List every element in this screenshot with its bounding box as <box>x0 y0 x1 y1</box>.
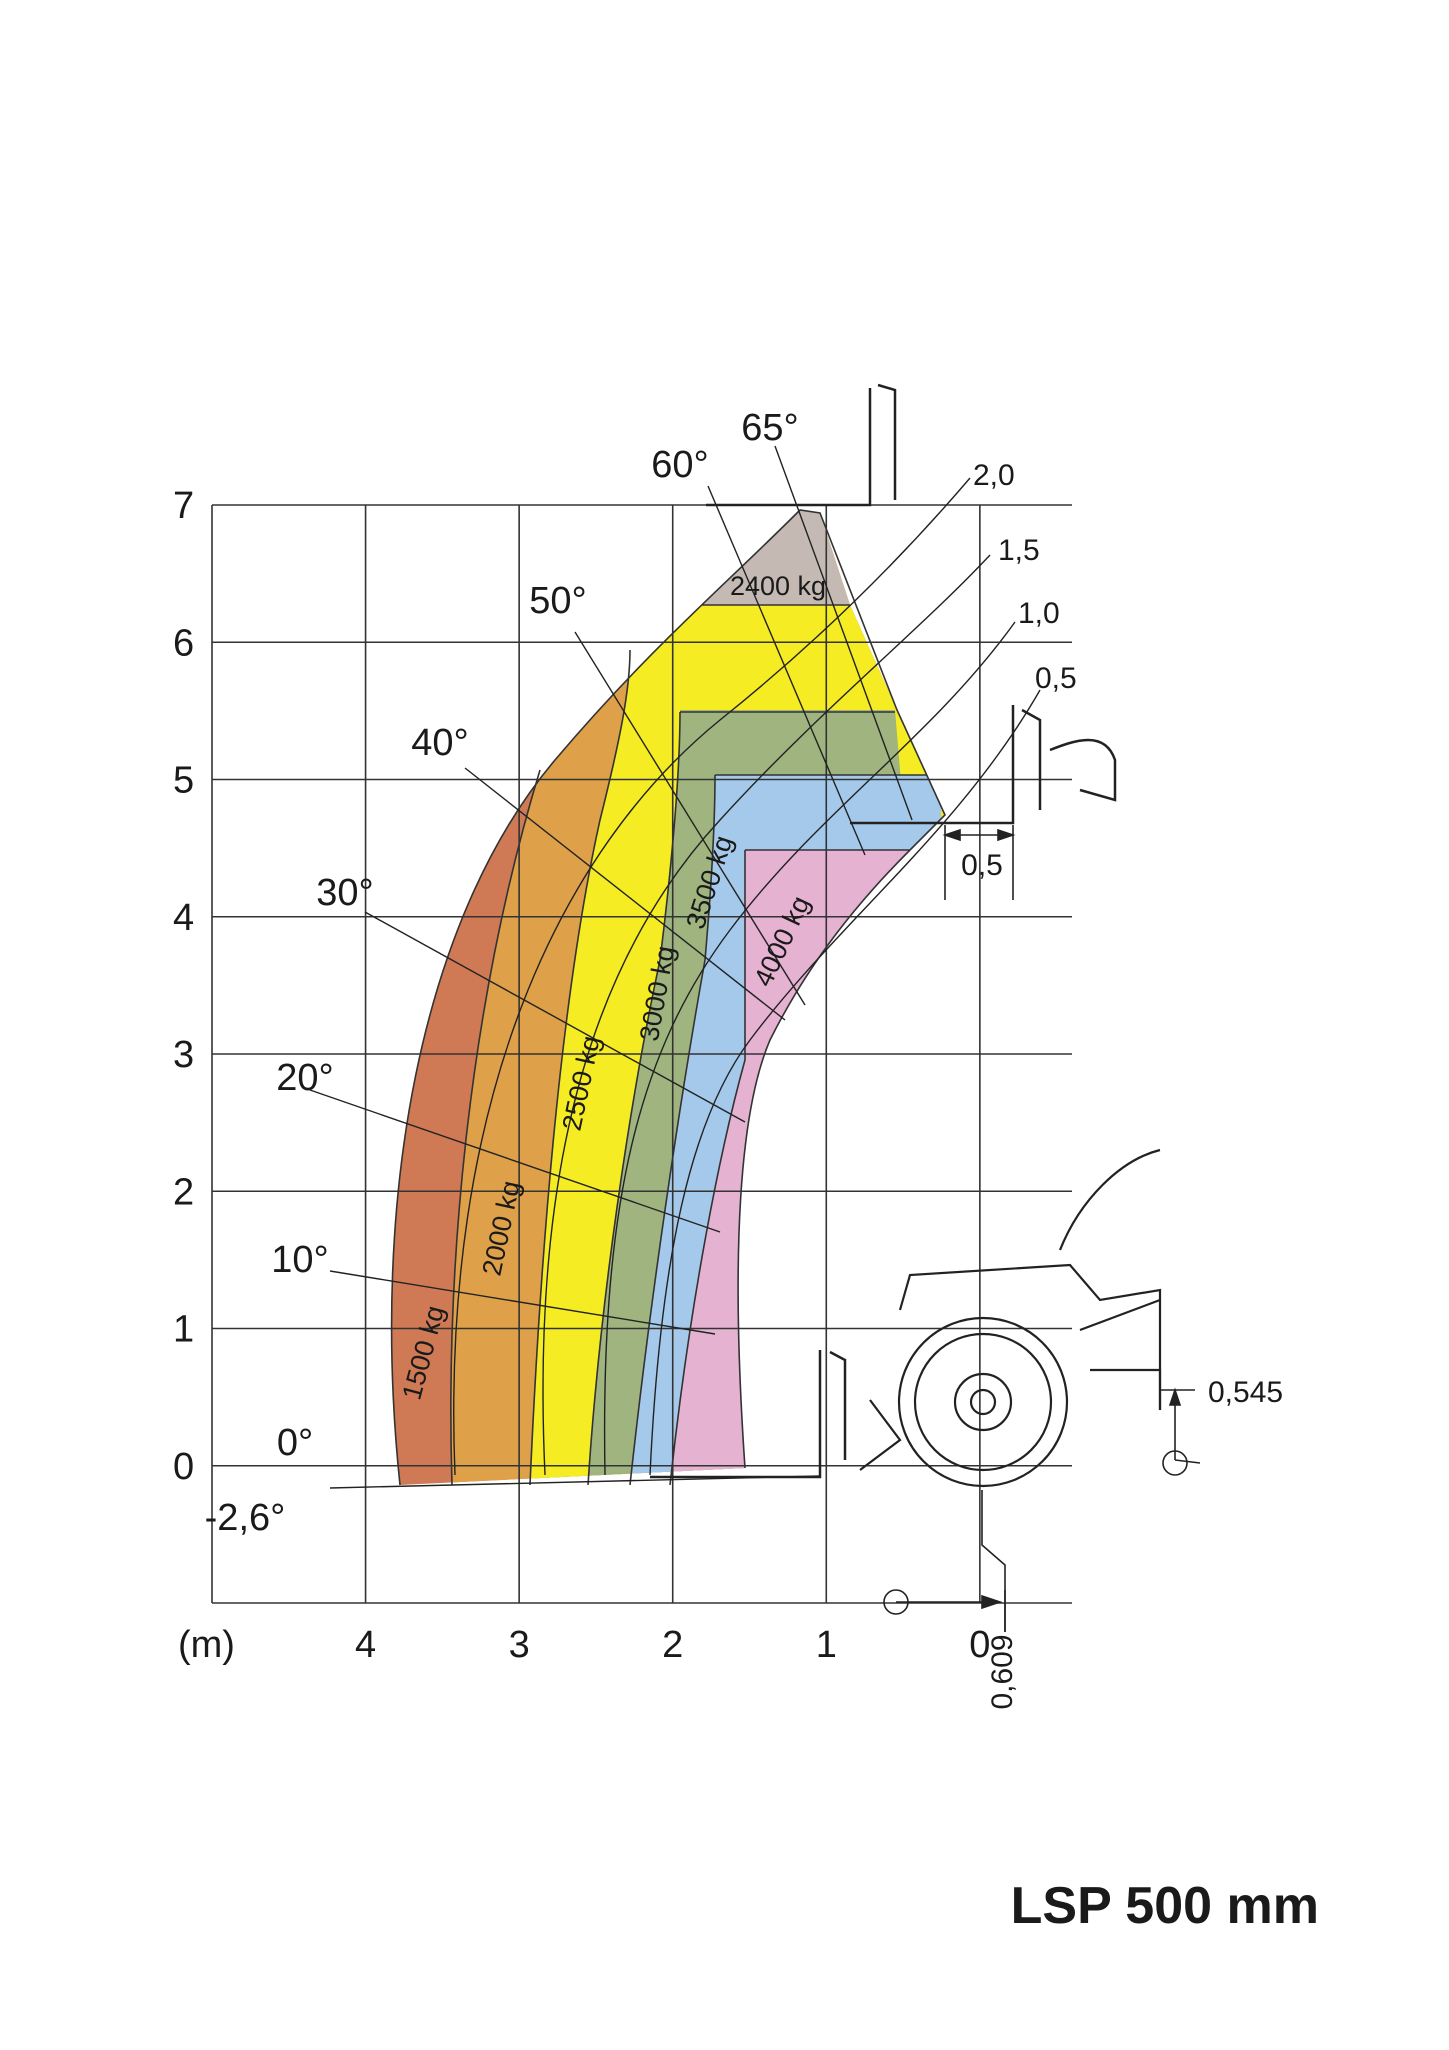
y-tick-label: 4 <box>173 897 194 939</box>
angle-label: 20° <box>276 1057 333 1099</box>
x-tick-label: 2 <box>662 1624 683 1666</box>
dimension-pivot-offset: 0,609 <box>986 1634 1019 1709</box>
y-tick-label: 6 <box>173 622 194 664</box>
angle-label: 40° <box>411 722 468 764</box>
grid <box>211 504 1072 1604</box>
y-tick-label: 5 <box>173 760 194 802</box>
dimension-pivot-height: 0,545 <box>1208 1376 1283 1409</box>
fork-graphics <box>650 383 1117 1479</box>
angle-label: 60° <box>651 444 708 486</box>
extension-label: 1,0 <box>1018 597 1060 630</box>
angle-label: 30° <box>316 872 373 914</box>
extension-label: 1,5 <box>998 534 1040 567</box>
y-tick-label: 0 <box>173 1446 194 1488</box>
extension-arcs <box>453 477 1041 1476</box>
extension-label: 2,0 <box>973 459 1015 492</box>
angle-label: 10° <box>271 1239 328 1281</box>
unit-label: (m) <box>178 1624 235 1666</box>
extension-label: 0,5 <box>1035 662 1077 695</box>
angle-label: -2,6° <box>205 1497 286 1539</box>
y-tick-label: 3 <box>173 1034 194 1076</box>
x-tick-label: 1 <box>816 1624 837 1666</box>
angle-label: 0° <box>277 1422 313 1464</box>
dimension-fork-step: 0,5 <box>961 849 1003 882</box>
chart-title: LSP 500 mm <box>1010 1877 1319 1935</box>
x-tick-label: 0 <box>969 1624 990 1666</box>
x-tick-label: 4 <box>355 1624 376 1666</box>
angle-label: 65° <box>741 407 798 449</box>
dimension-markers <box>883 825 1201 1632</box>
angle-label: 50° <box>529 580 586 622</box>
y-tick-label: 1 <box>173 1309 194 1351</box>
load-label: 2400 kg <box>730 571 826 601</box>
x-tick-label: 3 <box>509 1624 530 1666</box>
y-tick-label: 2 <box>173 1171 194 1213</box>
telehandler-front <box>859 1148 1162 1488</box>
y-tick-label: 7 <box>173 485 194 527</box>
